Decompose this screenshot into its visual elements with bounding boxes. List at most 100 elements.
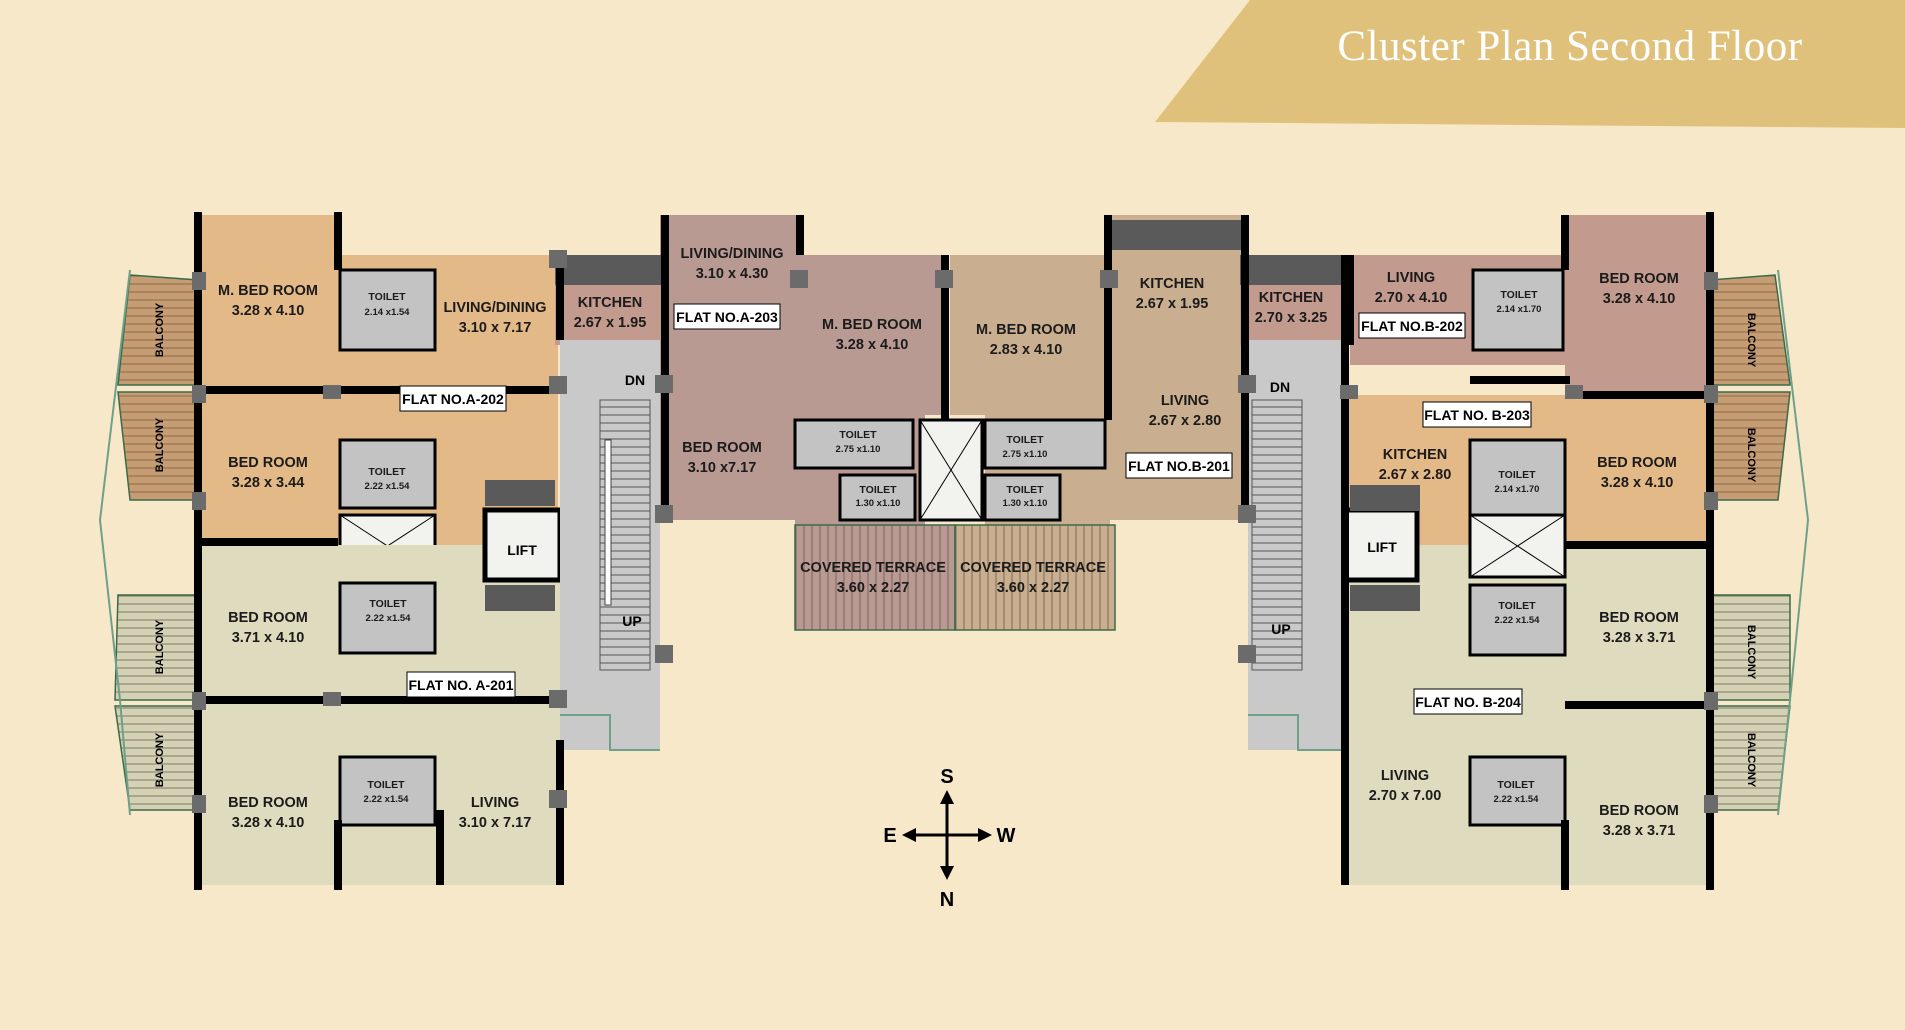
label-a202-bed: BED ROOM <box>228 455 308 471</box>
label-b203-bed: BED ROOM <box>1597 455 1677 471</box>
compass-north-label: N <box>940 889 954 911</box>
flat-label-b204: FLAT NO. B-204 <box>1413 688 1523 715</box>
dim-a202-living: 3.10 x 7.17 <box>459 320 532 336</box>
dim-a203-living: 3.10 x 4.30 <box>696 266 769 282</box>
room-a201-toilet <box>338 581 437 655</box>
svg-text:FLAT NO.A-202: FLAT NO.A-202 <box>402 391 504 407</box>
room-a203-toilet <box>793 418 915 470</box>
label-b204-bed: BED ROOM <box>1599 610 1679 626</box>
room-a203-master-bedroom <box>800 255 945 415</box>
room-b202-bedroom <box>1565 215 1710 395</box>
label-a203-toilet: TOILET <box>839 429 877 441</box>
title-ribbon <box>1155 0 1905 128</box>
dim-a202-toilet2: 2.22 x1.54 <box>365 481 411 492</box>
label-b201-toilet2: TOILET <box>1006 484 1044 496</box>
label-b204-toilet: TOILET <box>1498 600 1536 612</box>
dim-a203-mbed: 3.28 x 4.10 <box>836 337 909 353</box>
label-a201-bed2: BED ROOM <box>228 795 308 811</box>
label-a202-toilet2: TOILET <box>368 466 406 478</box>
flat-label-b203: FLAT NO. B-203 <box>1422 401 1532 428</box>
dim-b201-toilet2: 1.30 x1.10 <box>1003 498 1048 509</box>
label-b204-living: LIVING <box>1381 768 1429 784</box>
label-a201-bed: BED ROOM <box>228 610 308 626</box>
room-b203-bedroom <box>1565 395 1710 545</box>
walls <box>194 212 1714 890</box>
room-b203-toilet <box>1468 438 1567 517</box>
room-b201-covered-terrace <box>954 524 1116 631</box>
shaft-left-bottom <box>485 585 555 611</box>
label-lift-left: LIFT <box>507 542 537 558</box>
dim-a201-bed: 3.71 x 4.10 <box>232 630 305 646</box>
dim-a202-kitchen: 2.67 x 1.95 <box>574 315 647 331</box>
room-b201-master-bedroom <box>950 255 1105 415</box>
label-a203-bed: BED ROOM <box>682 440 762 456</box>
svg-text:FLAT NO. B-203: FLAT NO. B-203 <box>1424 407 1530 423</box>
dim-b201-mbed: 2.83 x 4.10 <box>990 342 1063 358</box>
room-b204-toilet-2 <box>1468 755 1567 827</box>
dim-b204-toilet2: 2.22 x1.54 <box>1494 794 1540 805</box>
label-a203-living: LIVING/DINING <box>680 246 783 262</box>
room-b204-bedroom-2 <box>1565 705 1710 885</box>
flat-label-a203: FLAT NO.A-203 <box>673 303 781 330</box>
dim-a201-living: 3.10 x 7.17 <box>459 815 532 831</box>
flat-label-b202: FLAT NO.B-202 <box>1358 312 1466 339</box>
label-stair-up-left: UP <box>622 613 641 629</box>
label-b202-kitchen: KITCHEN <box>1259 290 1323 306</box>
room-a203-bedroom <box>660 345 800 520</box>
label-a201-toilet2: TOILET <box>367 779 405 791</box>
shaft-right-top <box>1350 485 1420 511</box>
label-b204-bed2: BED ROOM <box>1599 803 1679 819</box>
room-b202-toilet <box>1471 268 1565 352</box>
label-stair-up-right: UP <box>1271 621 1290 637</box>
label-b203-toilet: TOILET <box>1498 469 1536 481</box>
room-b201-toilet-2 <box>983 473 1062 522</box>
label-balcony-4: BALCONY <box>154 732 166 787</box>
dim-a202-bed: 3.28 x 3.44 <box>232 475 305 491</box>
page-title: Cluster Plan Second Floor <box>1337 23 1803 70</box>
kitchen-counter-a202 <box>555 255 665 285</box>
dim-b201-living: 2.67 x 2.80 <box>1149 413 1222 429</box>
compass-south-label: S <box>940 766 953 788</box>
room-a202-toilet-2 <box>338 438 437 510</box>
columns <box>192 250 1718 813</box>
dim-b202-kitchen: 2.70 x 3.25 <box>1255 310 1328 326</box>
dim-b204-bed2: 3.28 x 3.71 <box>1603 823 1676 839</box>
dim-b202-bed: 3.28 x 4.10 <box>1603 291 1676 307</box>
dim-b204-living: 2.70 x 7.00 <box>1369 788 1442 804</box>
label-balcony-1: BALCONY <box>154 302 166 357</box>
label-a202-living: LIVING/DINING <box>443 300 546 316</box>
svg-text:FLAT NO. A-201: FLAT NO. A-201 <box>408 677 513 693</box>
label-b202-living: LIVING <box>1387 270 1435 286</box>
shaft-left-top <box>485 480 555 506</box>
label-balcony-8: BALCONY <box>1745 733 1757 788</box>
dim-b203-bed: 3.28 x 4.10 <box>1601 475 1674 491</box>
svg-text:FLAT NO.B-202: FLAT NO.B-202 <box>1361 318 1463 334</box>
label-a202-kitchen: KITCHEN <box>578 295 642 311</box>
label-a203-toilet2: TOILET <box>859 484 897 496</box>
kitchen-counter-b202 <box>1240 255 1348 285</box>
label-a202-toilet: TOILET <box>368 291 406 303</box>
label-b201-mbed: M. BED ROOM <box>976 322 1076 338</box>
label-b202-toilet: TOILET <box>1500 289 1538 301</box>
svg-text:FLAT NO. B-204: FLAT NO. B-204 <box>1415 694 1521 710</box>
label-a201-living: LIVING <box>471 795 519 811</box>
room-b201-toilet <box>983 418 1107 470</box>
room-a203-toilet-2 <box>838 473 917 522</box>
dim-b202-toilet: 2.14 x1.70 <box>1497 304 1542 315</box>
label-b201-toilet: TOILET <box>1006 434 1044 446</box>
room-a201-toilet-2 <box>338 755 437 827</box>
label-a201-toilet: TOILET <box>369 598 407 610</box>
label-balcony-5: BALCONY <box>1745 313 1757 368</box>
label-b201-living: LIVING <box>1161 393 1209 409</box>
label-stair-dn-left: DN <box>625 372 645 388</box>
svg-text:FLAT NO.B-201: FLAT NO.B-201 <box>1128 458 1230 474</box>
dim-b203-toilet: 2.14 x1.70 <box>1495 484 1540 495</box>
dim-a202-mbed: 3.28 x 4.10 <box>232 303 305 319</box>
flat-label-b201: FLAT NO.B-201 <box>1125 452 1233 479</box>
dim-a201-toilet: 2.22 x1.54 <box>366 613 412 624</box>
label-b201-kitchen: KITCHEN <box>1140 276 1204 292</box>
label-b202-bed: BED ROOM <box>1599 271 1679 287</box>
label-b203-kitchen: KITCHEN <box>1383 447 1447 463</box>
dim-b201-terrace: 3.60 x 2.27 <box>997 580 1070 596</box>
